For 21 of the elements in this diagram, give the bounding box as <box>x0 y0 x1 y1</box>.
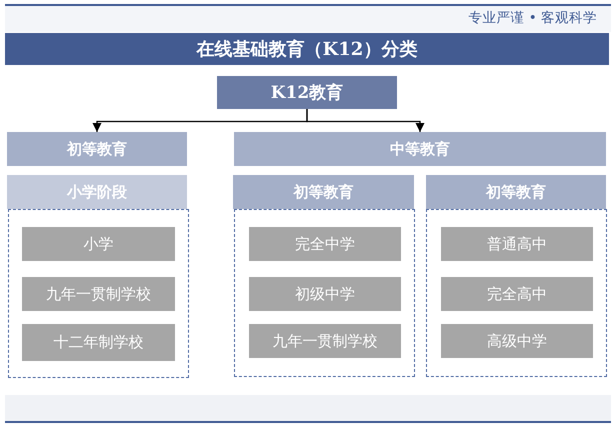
item-box: 小学 <box>22 227 175 261</box>
dashed-frame <box>426 209 607 377</box>
item-box: 高级中学 <box>441 324 593 358</box>
item-box: 完全高中 <box>441 277 593 311</box>
group-header: 初等教育 <box>426 175 606 209</box>
arrow <box>306 109 424 132</box>
item-box: 九年一贯制学校 <box>249 324 401 358</box>
slogan: 专业严谨 • 客观科学 <box>468 10 597 27</box>
item-box: 完全中学 <box>249 227 401 261</box>
item-box: 普通高中 <box>441 227 593 261</box>
dashed-frame <box>8 209 189 378</box>
category-box: 初等教育 <box>7 132 187 166</box>
group-header: 小学阶段 <box>7 175 187 209</box>
dashed-frame <box>234 209 415 377</box>
group-header: 初等教育 <box>233 175 414 209</box>
root-box: K12教育 <box>217 76 397 109</box>
item-box: 九年一贯制学校 <box>22 277 175 311</box>
category-box: 中等教育 <box>234 132 606 166</box>
item-box: 初级中学 <box>249 277 401 311</box>
title-bar: 在线基础教育（K12）分类 <box>5 33 609 65</box>
item-box: 十二年制学校 <box>22 324 175 361</box>
